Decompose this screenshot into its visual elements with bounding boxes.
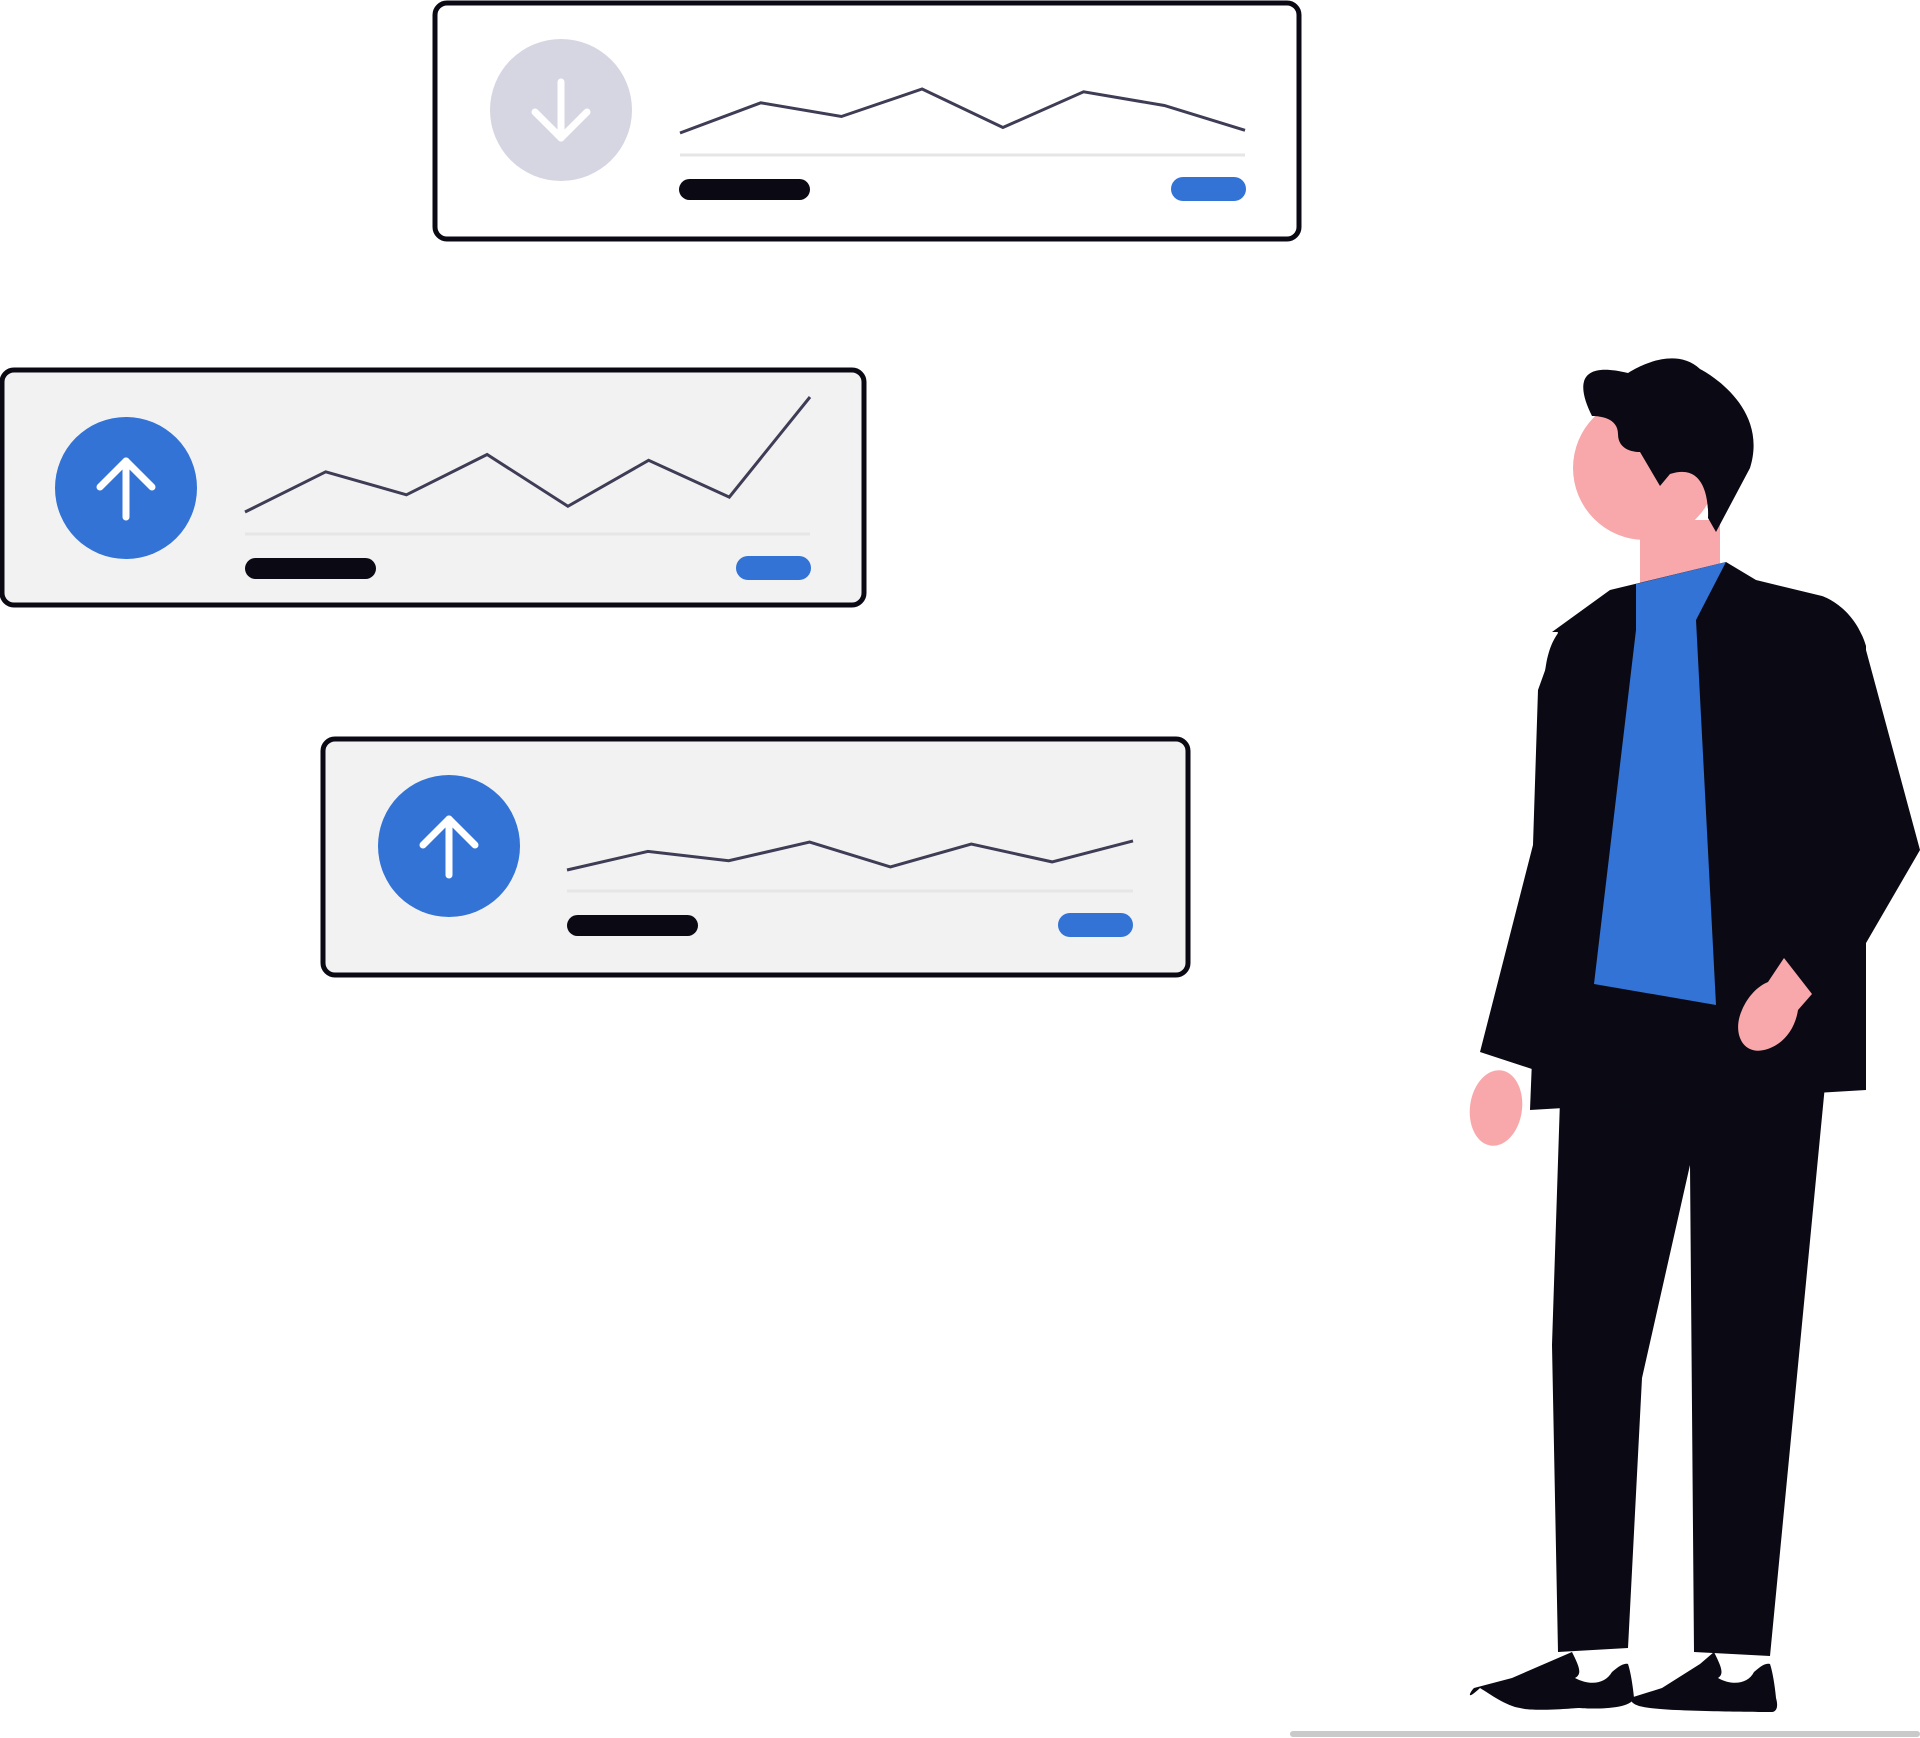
action-button[interactable] (736, 556, 811, 580)
action-button[interactable] (1058, 913, 1133, 937)
right-hand (1738, 958, 1812, 1051)
hair (1583, 358, 1754, 532)
trend-line (679, 87, 1246, 135)
label-placeholder-bar (679, 179, 810, 200)
label-placeholder-bar (567, 915, 698, 936)
trend-line (566, 839, 1134, 872)
action-button[interactable] (1171, 177, 1246, 201)
floor-line (1290, 1731, 1920, 1737)
legs (1552, 1040, 1826, 1656)
label-placeholder-bar (245, 558, 376, 579)
right-arm (1800, 600, 1920, 1012)
arrow-up-icon (419, 815, 479, 879)
upload-card[interactable] (0, 367, 867, 608)
right-shoe (1630, 1652, 1778, 1712)
left-hand (1469, 1070, 1523, 1146)
upload-card-2[interactable] (320, 736, 1191, 978)
arrow-down-icon (531, 78, 591, 142)
download-card[interactable] (432, 0, 1302, 242)
trend-line (244, 396, 812, 514)
person-figure (1469, 358, 1920, 1712)
left-shoe (1469, 1652, 1634, 1710)
shirt (1594, 562, 1726, 1005)
arrow-up-icon (96, 457, 156, 521)
left-arm (1480, 640, 1600, 1071)
